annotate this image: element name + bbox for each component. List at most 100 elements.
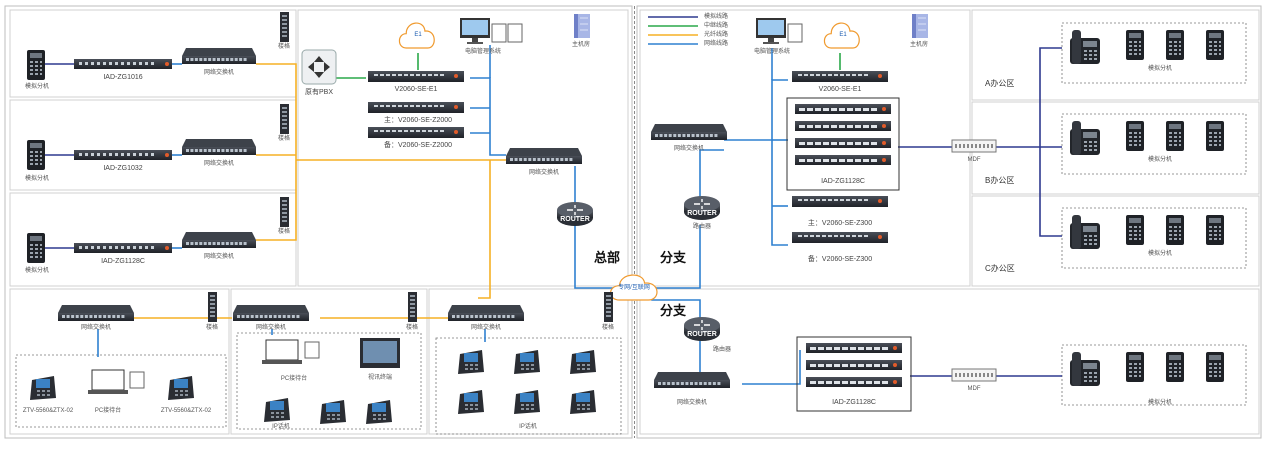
hq-core-panel xyxy=(297,9,629,287)
office-a-phones-group xyxy=(1061,22,1247,84)
branch2-router-text: ROUTER xyxy=(687,331,717,338)
branch2-title: 分支 xyxy=(660,303,687,318)
branch1-iad-unit-2 xyxy=(795,121,891,131)
branch2-iad-label: IAD-ZG1128C xyxy=(832,399,876,406)
analog-mdf-office-a xyxy=(996,47,1062,148)
hq-odf-1-label: 楼格 xyxy=(278,44,291,50)
hq-bottom-panel-2 xyxy=(230,288,428,435)
hq-title: 总部 xyxy=(594,250,621,265)
hq-ip-phone-a xyxy=(264,398,290,422)
hq-odf-2-label: 楼格 xyxy=(278,136,291,142)
office-b-analog-phone-2 xyxy=(1166,121,1184,151)
fiber-hq-left-riser xyxy=(256,63,297,241)
hq-pc-console-2-label: PC接待台 xyxy=(280,376,308,382)
hq-iad-1128c-label: IAD-ZG1128C xyxy=(101,258,145,265)
hq-bottom-odf-1-label: 楼格 xyxy=(206,325,219,331)
branch1-iad-unit-4 xyxy=(795,155,891,165)
branch2-switch-label: 网络交换机 xyxy=(676,400,708,406)
legend-label-2: 光纤线路 xyxy=(704,32,729,38)
hq-ip-phone-d xyxy=(458,350,484,374)
office-b-label: B办公区 xyxy=(985,176,1015,185)
net-switch-z300-b1 xyxy=(771,140,788,246)
hq-bottom-switch-3-label: 网络交换机 xyxy=(470,325,502,331)
net-switch-gateway-b1 xyxy=(724,79,788,141)
branch1-gateway-e1-label: V2060-SE-E1 xyxy=(818,86,862,93)
terminal-group-3 xyxy=(435,337,622,435)
net-wan-branch1-router xyxy=(652,225,701,289)
hq-ztv-phone-2 xyxy=(168,376,194,400)
terminal-group-1 xyxy=(15,354,227,428)
branch1-e1-cloud-label: E1 xyxy=(839,32,847,38)
hq-analog-phone-3 xyxy=(27,233,45,263)
branch2-fax-phone xyxy=(1070,352,1100,386)
branch2-phones-group xyxy=(1061,344,1247,406)
hq-switch-2 xyxy=(182,139,256,155)
hq-switch-3 xyxy=(182,232,256,248)
office-a-analog-phone-2 xyxy=(1166,30,1184,60)
branch1-rack-icon xyxy=(911,13,929,39)
branch1-iad-label: IAD-ZG1128C xyxy=(821,178,865,185)
legend-label-1: 中继线路 xyxy=(704,23,729,29)
branch1-console-monitor xyxy=(756,18,786,44)
net-branch2-switch-iad xyxy=(742,350,801,385)
hq-odf-3-label: 楼格 xyxy=(278,229,291,235)
hq-video-terminal-label: 视讯终端 xyxy=(367,375,393,381)
hq-backup-server xyxy=(368,127,464,138)
branch1-switch xyxy=(651,124,727,140)
branch1-iad-unit-1 xyxy=(795,104,891,114)
hq-bottom-odf-1 xyxy=(208,292,217,322)
hq-switch-2-label: 网络交换机 xyxy=(203,161,235,167)
office-a-analog-phone-1 xyxy=(1126,30,1144,60)
hq-odf-3 xyxy=(280,197,289,227)
branch2-analog-phone-label: 模拟分机 xyxy=(1147,400,1173,406)
office-b-phones-group xyxy=(1061,113,1247,175)
hq-main-server xyxy=(368,102,464,113)
branch-frame xyxy=(636,5,1262,439)
branch1-main-server-label: 主：V2060-SE-Z300 xyxy=(807,220,873,227)
hq-backup-server-label: 备：V2060-SE-Z2000 xyxy=(383,142,453,149)
hq-bottom-odf-2-label: 楼格 xyxy=(406,325,419,331)
hq-bottom-switch-3 xyxy=(448,305,524,321)
hq-switch-1 xyxy=(182,48,256,64)
hq-bottom-odf-3 xyxy=(604,292,613,322)
net-gateway-core xyxy=(470,77,506,156)
branch1-mdf xyxy=(951,139,997,153)
office-c-label: C办公区 xyxy=(985,264,1015,273)
hq-core-switch xyxy=(506,148,582,164)
hq-switch-1-label: 网络交换机 xyxy=(203,70,235,76)
net-hq-router-wan xyxy=(574,222,630,289)
legend-label-3: 网络线路 xyxy=(704,41,729,47)
office-a-label: A办公区 xyxy=(985,79,1015,88)
hq-pc-console-1-label: PC接待台 xyxy=(94,408,122,414)
hq-ip-phone-b xyxy=(320,400,346,424)
hq-ip-phone-f xyxy=(570,350,596,374)
net-router-branch1-switch xyxy=(699,149,724,198)
office-c-analog-phone-1 xyxy=(1126,215,1144,245)
hq-iad-1016-label: IAD-ZG1016 xyxy=(103,74,143,81)
branch1-console-label: 电脑管理系统 xyxy=(753,49,791,55)
hq-bottom-odf-3-label: 楼格 xyxy=(602,325,615,331)
hq-old-pbx-label: 原有PBX xyxy=(304,89,334,96)
branch2-panel xyxy=(639,288,1260,435)
hq-analog-phone-1 xyxy=(27,50,45,80)
hq-ztv-phone-1-label: ZTV-5560&ZTX-02 xyxy=(22,408,74,414)
hq-analog-phone-2 xyxy=(27,140,45,170)
hq-video-terminal xyxy=(360,338,400,368)
office-b-fax-phone xyxy=(1070,121,1100,155)
hq-iad-1032-label: IAD-ZG1032 xyxy=(103,165,143,172)
hq-ztv-phone-1 xyxy=(30,376,56,400)
branch2-iad-unit-2 xyxy=(806,360,902,370)
hq-ip-phone-a-label: IP话机 xyxy=(272,424,290,430)
hq-gateway-e1 xyxy=(368,71,464,82)
office-c-fax-phone xyxy=(1070,215,1100,249)
hq-old-pbx-icon xyxy=(301,49,337,85)
office-c-analog-phone-label: 模拟分机 xyxy=(1147,251,1173,257)
hq-switch-3-label: 网络交换机 xyxy=(203,254,235,260)
branch2-analog-phone-3 xyxy=(1206,352,1224,382)
branch2-analog-phone-2 xyxy=(1166,352,1184,382)
branch2-mdf xyxy=(951,368,997,382)
hq-core-switch-label: 网络交换机 xyxy=(528,170,560,176)
hq-console-device-1 xyxy=(491,23,507,43)
hq-pc-console-laptop-1 xyxy=(88,369,128,394)
hq-console-label: 电脑管理系统 xyxy=(464,49,502,55)
